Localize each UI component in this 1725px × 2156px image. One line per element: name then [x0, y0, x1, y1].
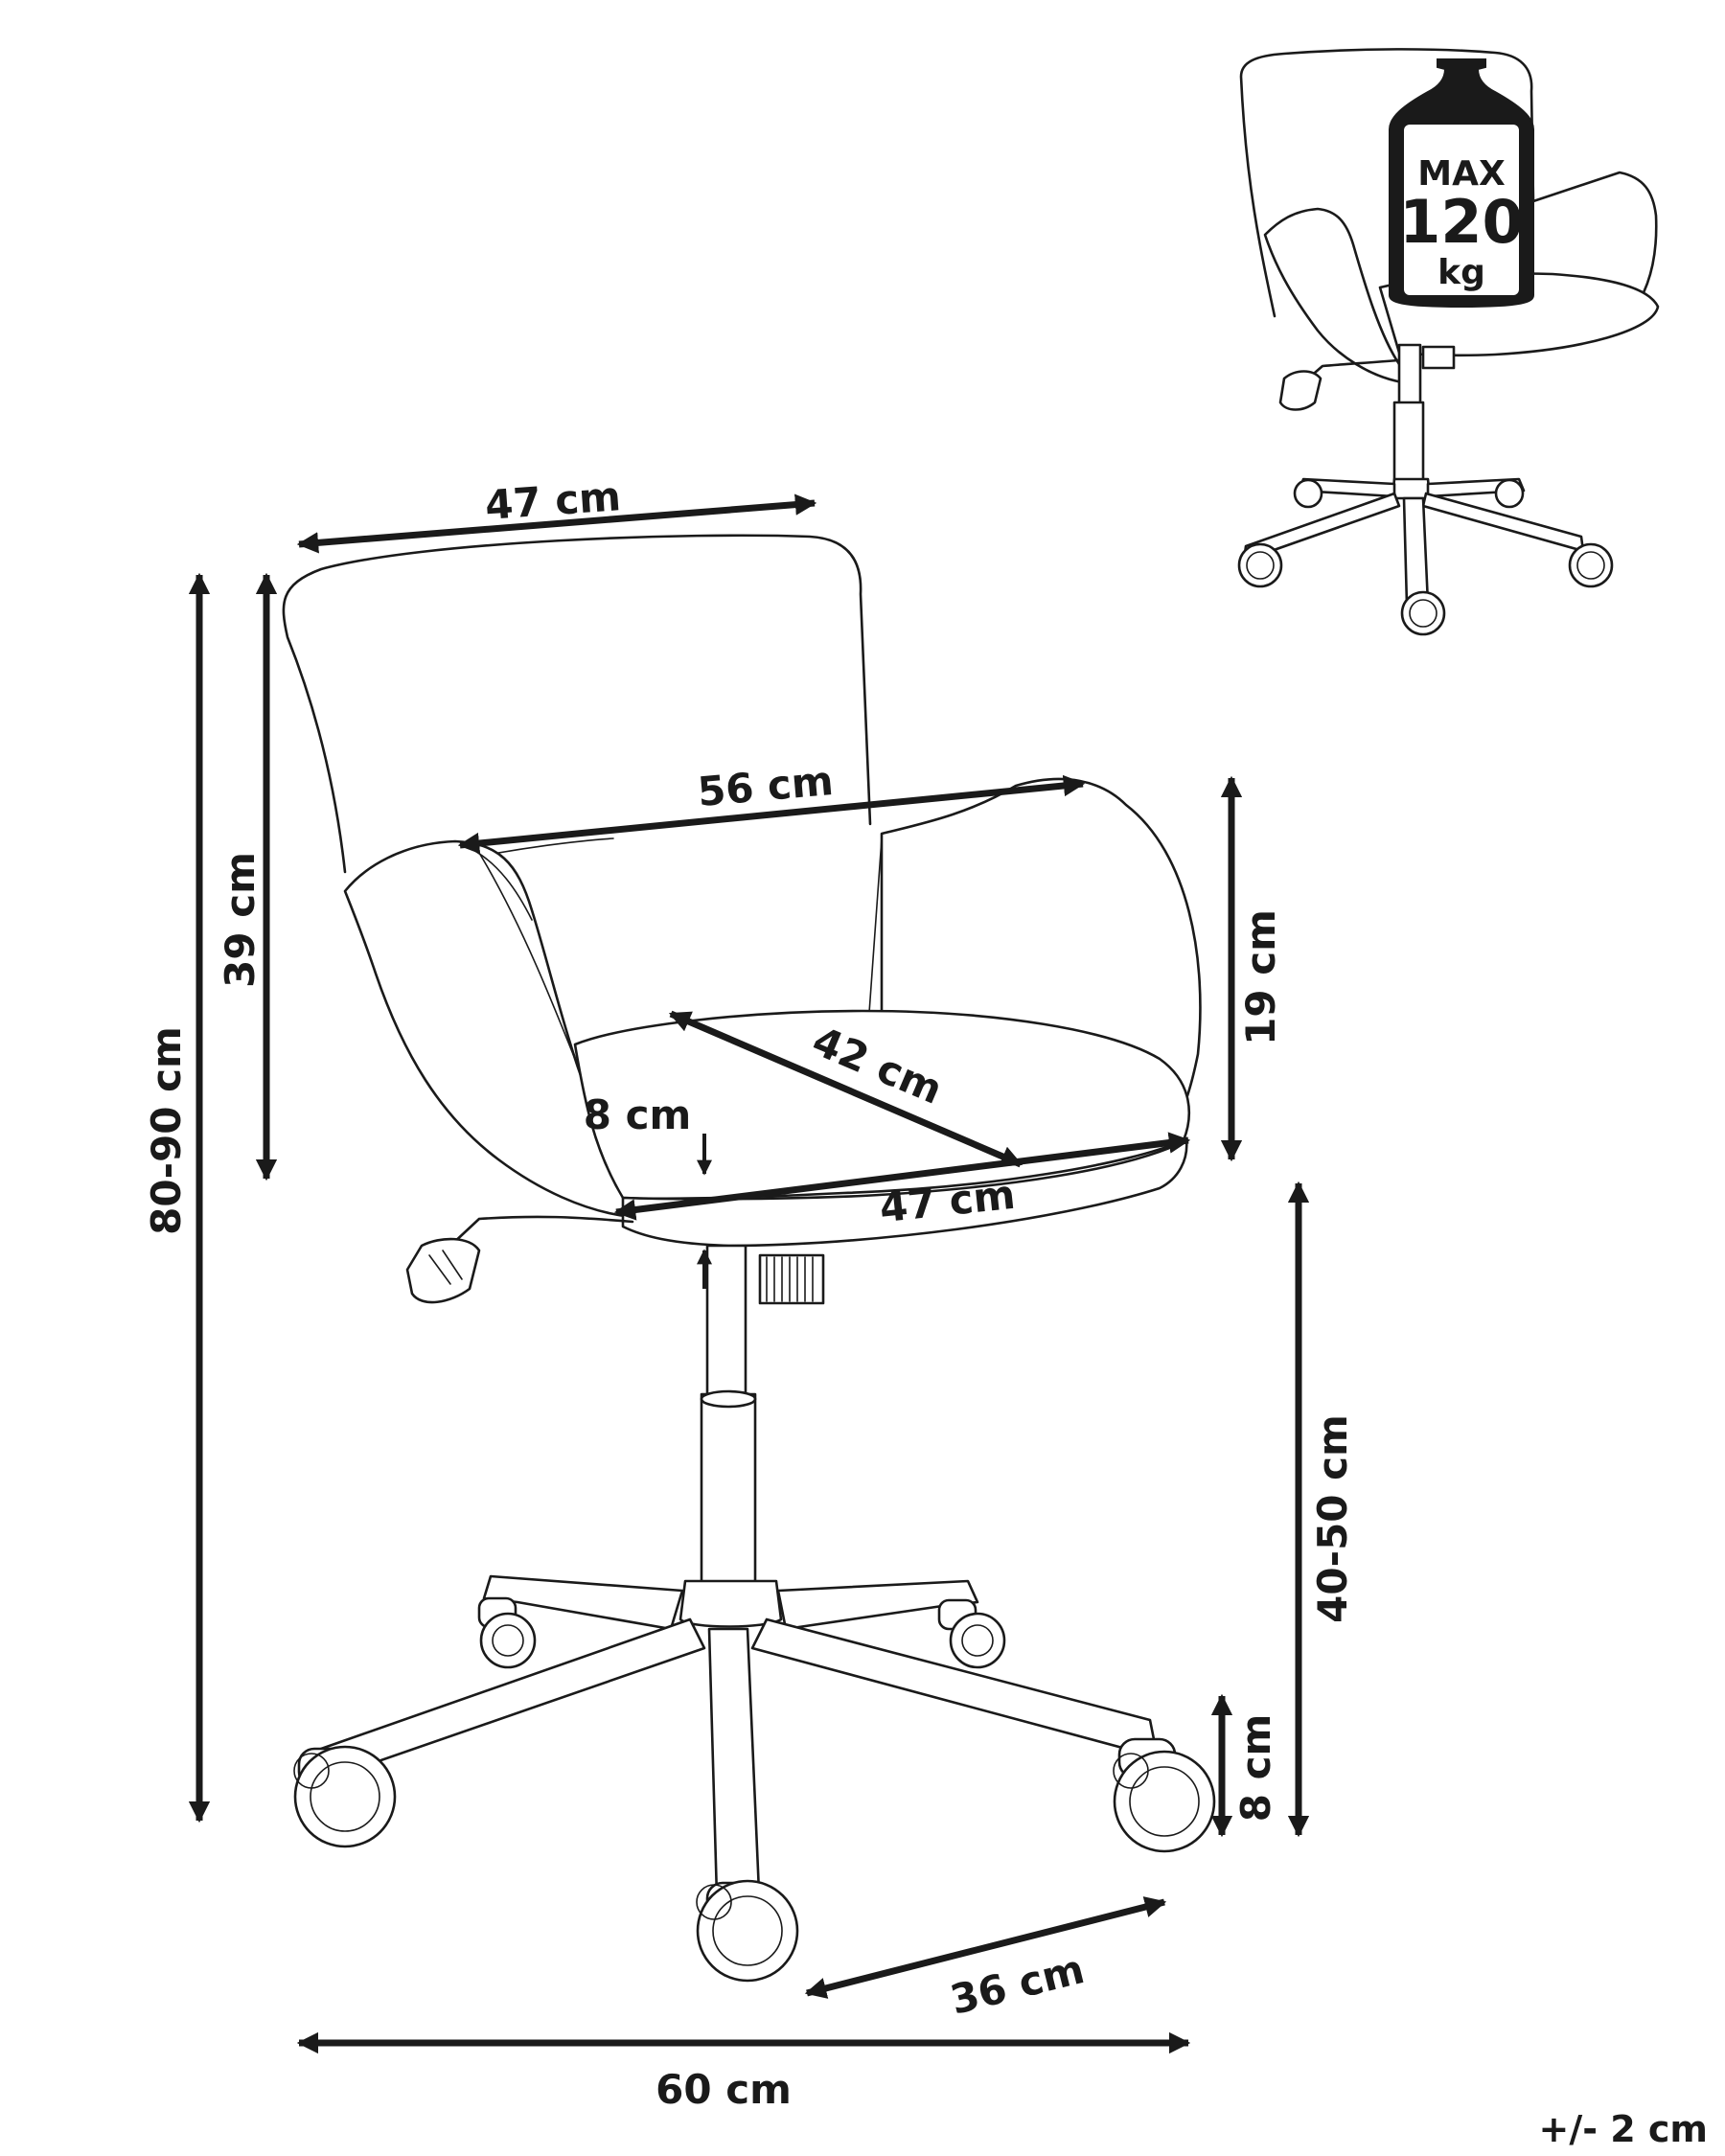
caster-back-right [937, 1598, 1006, 1669]
dim-top-width-line [296, 493, 817, 554]
gas-cylinder [705, 1244, 748, 1420]
label-top-width: 47 cm [484, 472, 623, 529]
label-base-leg: 36 cm [946, 1945, 1089, 2024]
backrest-outline [282, 534, 872, 874]
label-caster-height: 8 cm [1232, 1714, 1279, 1823]
caster-back-left [477, 1596, 537, 1669]
tolerance-note: +/- 2 cm [1538, 2108, 1708, 2150]
max-load-badge: MAX 120 kg [1389, 58, 1534, 309]
caster-front-right [1113, 1737, 1216, 1853]
label-backrest-height: 39 cm [217, 852, 264, 988]
left-armrest [343, 839, 634, 1219]
label-seat-thickness: 8 cm [584, 1091, 692, 1138]
label-arm-width: 56 cm [696, 757, 835, 815]
max-load-label: MAX [1417, 154, 1506, 194]
chair-main-drawing [282, 534, 1216, 1983]
dim-base-leg-line [804, 1896, 1167, 1999]
height-lever [448, 1215, 634, 1248]
label-arm-height: 19 cm [1237, 909, 1284, 1045]
gas-cylinder-sleeve [758, 1253, 825, 1305]
max-load-unit: kg [1438, 253, 1485, 292]
label-seat-height: 40-50 cm [1309, 1414, 1356, 1623]
label-total-height: 80-90 cm [143, 1026, 190, 1235]
caster-front [696, 1879, 799, 1983]
dimension-lines [188, 493, 1310, 2054]
label-base-width: 60 cm [656, 2066, 792, 2113]
max-load-illustration: MAX 120 kg [1237, 48, 1660, 636]
caster-front-left [293, 1745, 397, 1848]
dim-arm-width-line [457, 774, 1086, 855]
base-leg-front [707, 1627, 761, 1899]
dim-seat-width-line [613, 1132, 1191, 1221]
max-load-value: 120 [1399, 187, 1523, 257]
